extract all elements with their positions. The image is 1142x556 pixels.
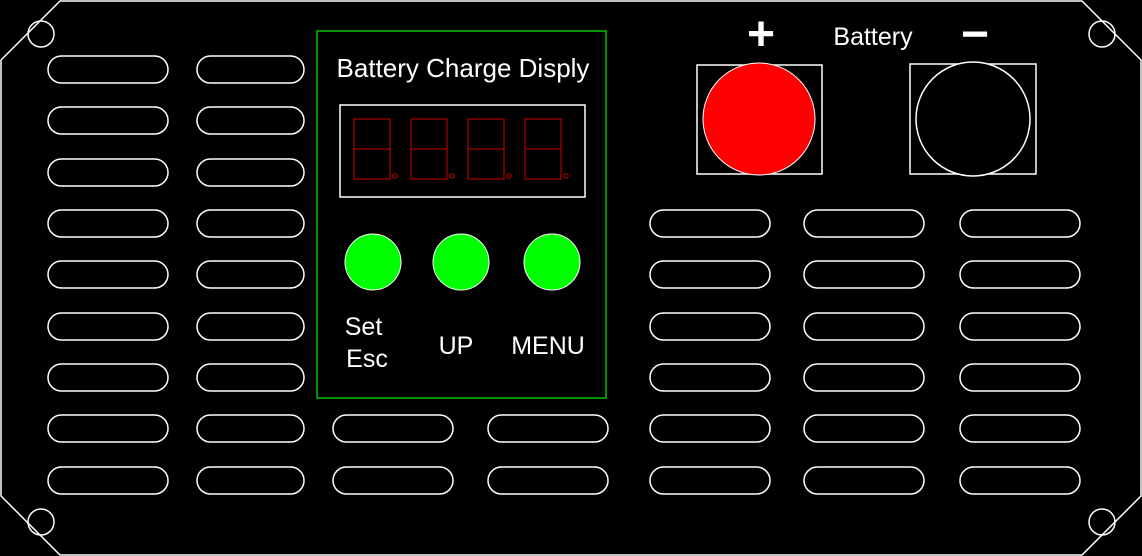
battery-label: Battery <box>833 23 913 51</box>
seven-segment-display <box>339 104 586 198</box>
vent-slot <box>803 466 925 495</box>
vent-slot <box>47 209 169 238</box>
vent-slot <box>959 414 1081 443</box>
menu-button[interactable] <box>523 233 581 291</box>
vent-slot <box>47 106 169 135</box>
vent-slot <box>47 312 169 341</box>
set-esc-button-label: Set Esc <box>345 313 389 373</box>
mounting-holes <box>27 20 1116 536</box>
decimal-point <box>563 173 569 179</box>
vent-slot <box>47 158 169 187</box>
vent-slot <box>196 260 305 289</box>
vent-slot <box>332 414 454 443</box>
vent-slot <box>959 260 1081 289</box>
vent-slot <box>649 209 771 238</box>
menu-button-label: MENU <box>511 332 585 360</box>
vent-slot <box>803 312 925 341</box>
vent-slot <box>803 363 925 392</box>
vent-slot <box>649 466 771 495</box>
positive-terminal-icon <box>702 62 816 176</box>
seven-segment-digits <box>353 118 569 180</box>
seven-segment-digit <box>410 118 455 180</box>
control-buttons: Set Esc UP MENU <box>344 233 585 373</box>
vent-slot <box>649 260 771 289</box>
negative-terminal-icon <box>915 61 1031 177</box>
vent-slot <box>959 363 1081 392</box>
mounting-hole-bottom-left <box>27 508 55 536</box>
vent-slot <box>196 158 305 187</box>
ventilation-slots <box>47 55 1081 495</box>
decimal-point <box>449 173 455 179</box>
vent-slot <box>487 414 609 443</box>
seven-segment-digit <box>524 118 569 180</box>
vent-slot <box>803 260 925 289</box>
vent-slot <box>47 363 169 392</box>
vent-slot <box>196 312 305 341</box>
negative-terminal-symbol: − <box>961 8 989 61</box>
vent-slot <box>196 106 305 135</box>
display-module-title: Battery Charge Disply <box>337 53 590 83</box>
vent-slot <box>47 260 169 289</box>
vent-slot <box>196 55 305 84</box>
vent-slot <box>649 363 771 392</box>
vent-slot <box>487 466 609 495</box>
digit-segments <box>353 118 391 180</box>
vent-slot <box>196 466 305 495</box>
vent-slot <box>47 55 169 84</box>
display-module-frame <box>316 30 607 399</box>
vent-slot <box>196 209 305 238</box>
vent-slot <box>803 414 925 443</box>
vent-slot <box>332 466 454 495</box>
digit-segments <box>467 118 505 180</box>
digit-segments <box>524 118 562 180</box>
up-button-label: UP <box>439 332 474 360</box>
battery-terminals: + Battery − <box>696 8 1037 177</box>
digit-segments <box>410 118 448 180</box>
vent-slot <box>959 209 1081 238</box>
vent-slot <box>959 466 1081 495</box>
positive-terminal-symbol: + <box>747 8 775 61</box>
seven-segment-digit <box>467 118 512 180</box>
mounting-hole-top-right <box>1088 20 1116 48</box>
vent-slot <box>196 414 305 443</box>
set-esc-label-line-2: Esc <box>346 345 388 373</box>
vent-slot <box>649 414 771 443</box>
set-esc-button[interactable] <box>344 233 402 291</box>
vent-slot <box>649 312 771 341</box>
set-esc-label-line-1: Set <box>345 313 383 341</box>
mounting-hole-bottom-right <box>1088 508 1116 536</box>
decimal-point <box>506 173 512 179</box>
up-button[interactable] <box>432 233 490 291</box>
mounting-hole-top-left <box>27 20 55 48</box>
vent-slot <box>47 414 169 443</box>
vent-slot <box>47 466 169 495</box>
seven-segment-digit <box>353 118 398 180</box>
decimal-point <box>392 173 398 179</box>
display-module: Battery Charge Disply <box>316 30 607 399</box>
vent-slot <box>196 363 305 392</box>
vent-slot <box>803 209 925 238</box>
vent-slot <box>959 312 1081 341</box>
